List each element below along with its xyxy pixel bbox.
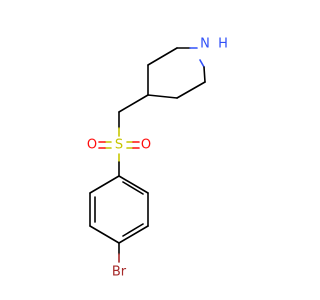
molecule-structure: N H S O O Br [87,37,228,280]
bond-n-c6-blue [199,59,205,68]
oxygen-right-label: O [141,138,151,153]
sulfur-label: S [115,138,123,153]
bond-c6-c1 [89,175,120,194]
bond-c3-c4 [118,225,149,244]
bromine-label: Br [112,265,127,280]
bond-aromatic-inner-2 [122,223,144,237]
bond-aromatic-inner-1 [122,181,144,195]
nitrogen-hydrogen-label: H [218,37,228,52]
bond-c5-c4 [147,94,178,99]
nitrogen-label: N [200,37,210,52]
bond-c4-ch2 [118,94,149,113]
oxygen-left-label: O [87,138,97,153]
bond-c1-c2 [118,175,149,194]
bond-c3-c2 [147,47,178,66]
bond-n-c6-black [203,66,206,83]
bond-c6-c5 [176,81,206,99]
bond-c4-c5 [89,225,120,244]
molecule-canvas: N H S O O Br [87,37,228,280]
